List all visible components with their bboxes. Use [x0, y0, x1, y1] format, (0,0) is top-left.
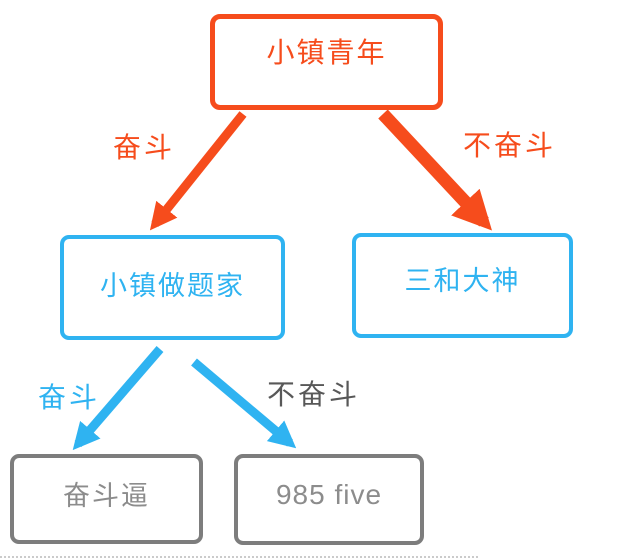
node-985-five: 985 five	[234, 454, 424, 545]
node-fendoubi-label: 奋斗逼	[63, 480, 150, 511]
edge-label-no-strive-bottom-right: 不奋斗	[267, 379, 361, 410]
edge-label-strive-left: 奋斗	[113, 132, 176, 163]
node-small-town-youth-label: 小镇青年	[266, 37, 387, 68]
node-small-town-exam-taker-label: 小镇做题家	[100, 271, 245, 301]
node-small-town-youth: 小镇青年	[210, 14, 443, 110]
node-small-town-exam-taker: 小镇做题家	[60, 235, 285, 340]
node-sanhe-god: 三和大神	[352, 233, 573, 338]
node-sanhe-god-label: 三和大神	[404, 266, 521, 296]
dotted-baseline	[0, 556, 478, 558]
node-985-five-label: 985 five	[275, 478, 383, 510]
node-fendoubi: 奋斗逼	[10, 454, 203, 544]
edge-label-no-strive-right: 不奋斗	[463, 130, 557, 161]
edge-label-strive-bottom-left: 奋斗	[38, 382, 101, 413]
